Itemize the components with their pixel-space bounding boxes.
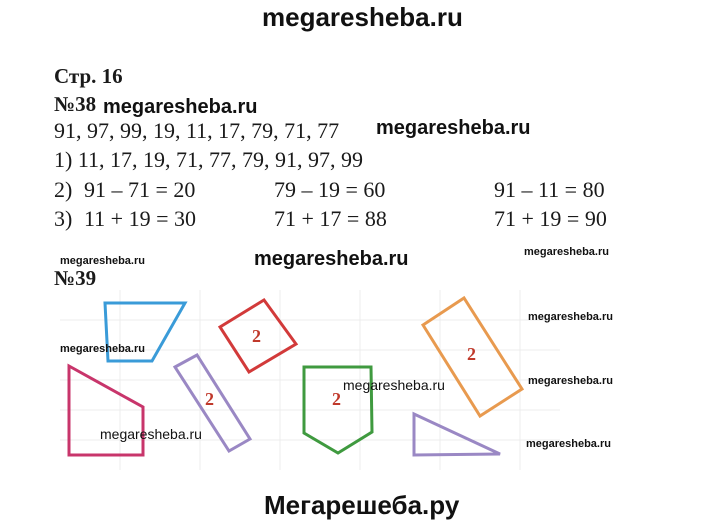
watermark-right-small-4: megaresheba.ru [526,438,611,450]
violet-rectangle [172,353,253,454]
green-pentagon-mark: 2 [332,389,341,409]
violet-triangle [412,411,501,457]
task39-number: №39 [54,266,97,290]
watermark-bottom: Мегарешеба.ру [264,490,460,520]
watermark-right-small-1: megaresheba.ru [524,246,609,258]
orange-rectangle [420,295,525,419]
task38-part2-b: 79 – 19 = 60 [274,177,386,202]
watermark-mid-figures: megaresheba.ru [343,377,445,393]
red-square-mark: 2 [252,326,261,346]
watermark-left-top-small: megaresheba.ru [60,255,145,267]
orange-rectangle-mark: 2 [467,344,476,364]
task38-sequence: 91, 97, 99, 19, 11, 17, 79, 71, 77 [54,118,340,143]
task38-number: №38 [54,92,97,116]
watermark-right-small-3: megaresheba.ru [528,375,613,387]
pink-trapezoid [67,363,145,457]
watermark-inline-38: megaresheba.ru [103,96,258,118]
page-label: Стр. 16 [54,64,123,88]
task38-part2-a: 91 – 71 = 20 [84,177,196,202]
green-pentagon [302,365,374,455]
violet-rectangle-mark: 2 [205,389,214,409]
task38-part3-c: 71 + 19 = 90 [494,206,607,231]
task38-part3-prefix: 3) [54,206,73,231]
task38-part1: 1) 11, 17, 19, 71, 77, 79, 91, 97, 99 [54,147,364,172]
watermark-line1-right: megaresheba.ru [376,117,531,139]
red-square [217,297,299,375]
watermark-right-small-2: megaresheba.ru [528,311,613,323]
task38-part2-prefix: 2) [54,177,73,202]
watermark-center: megaresheba.ru [254,248,409,270]
task38-part3-a: 11 + 19 = 30 [84,206,196,231]
task38-part3-b: 71 + 17 = 88 [274,206,387,231]
watermark-lower-left: megaresheba.ru [100,426,202,442]
watermark-left-small: megaresheba.ru [60,343,145,355]
blue-trapezoid [103,301,188,363]
watermark-top: megaresheba.ru [262,2,463,32]
task38-part2-c: 91 – 11 = 80 [494,177,605,202]
